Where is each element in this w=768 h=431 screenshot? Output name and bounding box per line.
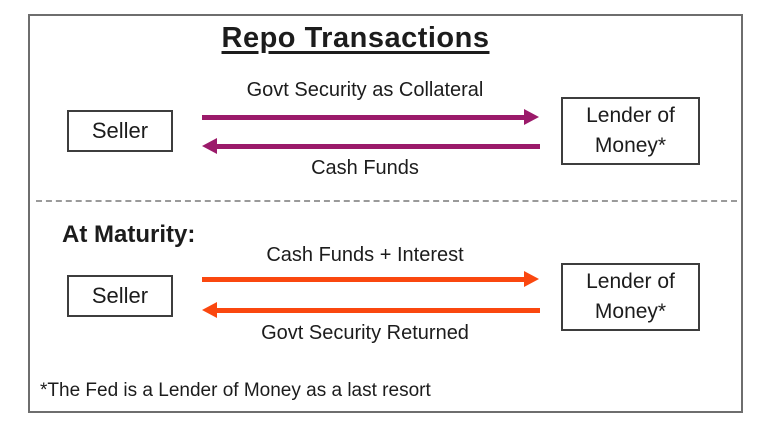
cash-funds-arrow-shaft: [217, 144, 540, 149]
lender-box-top: Lender of Money*: [561, 97, 700, 165]
at-maturity-heading: At Maturity:: [62, 221, 196, 248]
cash-funds-arrow-label: Cash Funds: [311, 157, 419, 179]
collateral-arrow-label: Govt Security as Collateral: [246, 79, 484, 101]
security-returned-arrow-label: Govt Security Returned: [261, 322, 469, 344]
page-title: Repo Transactions: [221, 22, 490, 54]
cash-interest-arrow-label: Cash Funds + Interest: [266, 244, 464, 266]
cash-interest-arrow-shaft: [202, 277, 526, 282]
section-divider: [36, 200, 737, 202]
arrowhead-left-icon: [202, 138, 217, 154]
arrowhead-right-icon: [524, 271, 539, 287]
security-returned-arrow-shaft: [217, 308, 540, 313]
lender-box-top-label-line2: Money*: [594, 134, 667, 157]
lender-box-bottom-label-line2: Money*: [594, 300, 667, 323]
collateral-arrow-shaft: [202, 115, 526, 120]
arrowhead-right-icon: [524, 109, 539, 125]
seller-box-bottom: Seller: [67, 275, 173, 317]
seller-box-top-label: Seller: [91, 118, 149, 144]
seller-box-bottom-label: Seller: [91, 283, 149, 309]
footnote: *The Fed is a Lender of Money as a last …: [40, 380, 431, 401]
lender-box-bottom: Lender of Money*: [561, 263, 700, 331]
seller-box-top: Seller: [67, 110, 173, 152]
lender-box-bottom-label-line1: Lender of: [586, 269, 675, 293]
lender-box-top-label-line1: Lender of: [586, 103, 675, 127]
diagram-border: [28, 14, 743, 413]
arrowhead-left-icon: [202, 302, 217, 318]
